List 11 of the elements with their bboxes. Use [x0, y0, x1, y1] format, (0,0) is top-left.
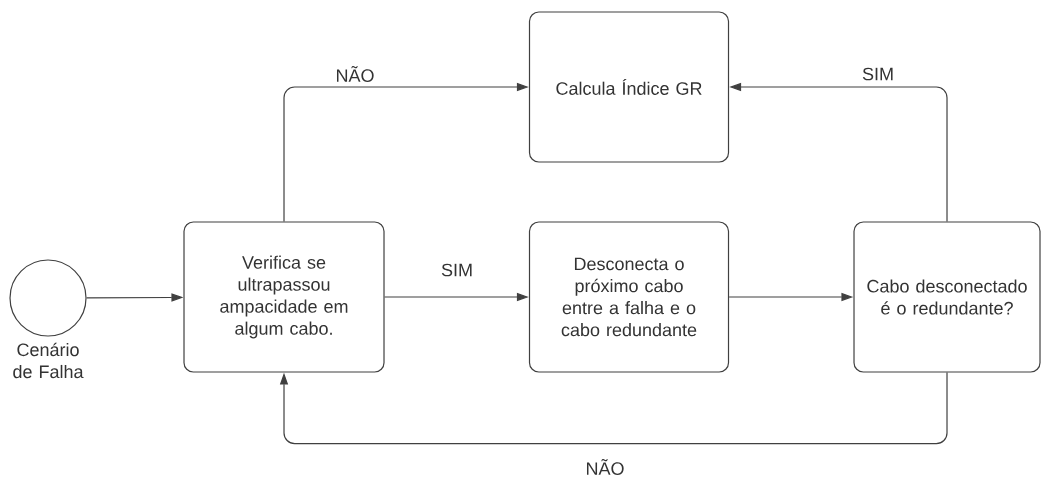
- process-box: Desconecta o próximo cabo entre a falha e o cabo redundante: [528, 221, 730, 373]
- node-caption: Cenário de Falha: [13, 342, 84, 379]
- start-circle: [9, 259, 87, 337]
- edge-label: NÃO: [337, 66, 374, 82]
- process-box: Verifica se ultrapassou ampacidade em algum cabo.: [183, 221, 385, 373]
- process-box: Calcula Índice GR: [528, 11, 730, 163]
- edge-label: NÃO: [587, 459, 624, 475]
- process-box: Cabo desconectado é o redundante?: [853, 221, 1041, 373]
- edge-label: SIM: [441, 263, 472, 277]
- arrow: [279, 372, 948, 445]
- edge-label: SIM: [862, 67, 893, 81]
